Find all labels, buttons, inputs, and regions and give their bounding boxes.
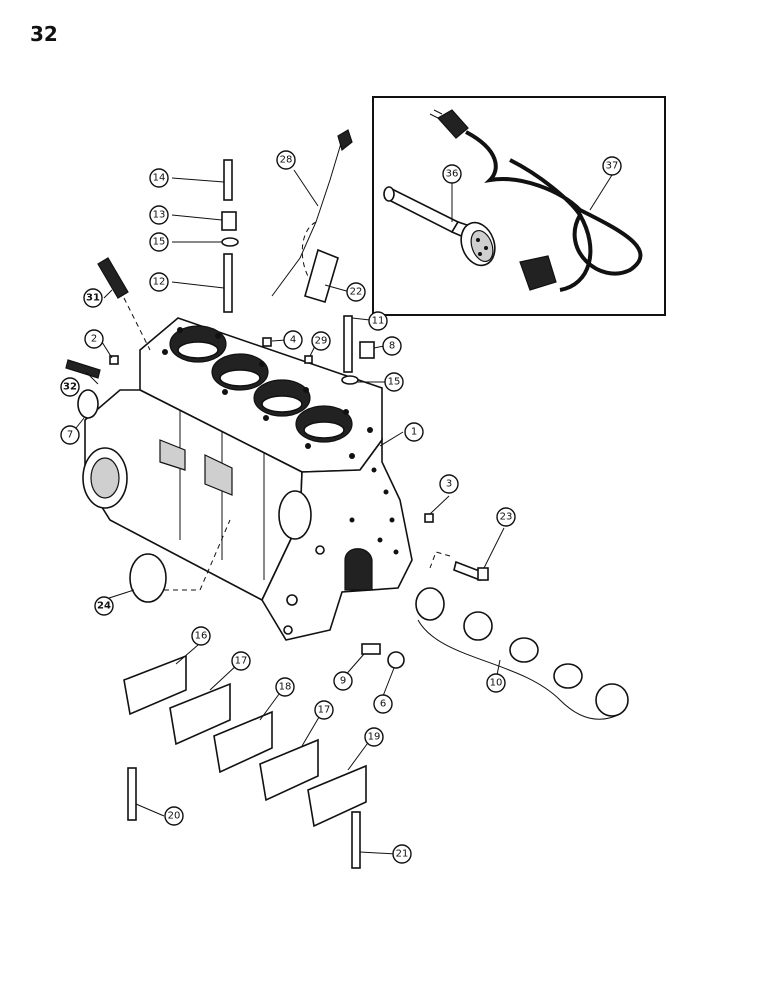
svg-text:8: 8 — [389, 341, 395, 352]
page-number: 32 — [30, 22, 58, 46]
svg-text:17: 17 — [318, 705, 331, 716]
callout-4: 4 — [283, 330, 303, 350]
svg-text:15: 15 — [153, 237, 166, 248]
svg-text:22: 22 — [350, 287, 363, 298]
stud-drawing — [223, 253, 233, 313]
callout-15-upper: 15 — [149, 232, 169, 252]
callout-8: 8 — [382, 336, 402, 356]
callout-7: 7 — [60, 425, 80, 445]
svg-text:32: 32 — [63, 382, 77, 393]
svg-text:28: 28 — [280, 155, 293, 166]
callout-19: 19 — [364, 727, 384, 747]
callout-16: 16 — [191, 626, 211, 646]
callout-22: 22 — [346, 282, 366, 302]
stud-11-drawing — [343, 315, 353, 373]
callout-6: 6 — [373, 694, 393, 714]
callout-1: 1 — [404, 422, 424, 442]
svg-text:23: 23 — [500, 512, 513, 523]
plug-29-drawing — [304, 355, 313, 364]
washer-lower-drawing — [341, 375, 359, 385]
svg-text:17: 17 — [235, 656, 248, 667]
svg-text:9: 9 — [340, 676, 346, 687]
callout-28: 28 — [276, 150, 296, 170]
callout-29: 29 — [311, 331, 331, 351]
nut-drawing — [221, 211, 237, 231]
dipstick-tube-drawing — [304, 248, 339, 303]
callout-2: 2 — [84, 329, 104, 349]
callout-3: 3 — [439, 474, 459, 494]
block-heater-inset — [372, 96, 666, 316]
callout-24: 24 — [94, 596, 114, 616]
callout-11: 11 — [368, 311, 388, 331]
svg-text:31: 31 — [86, 293, 100, 304]
cylinder-block-drawing — [82, 317, 413, 641]
bolt-9-drawing — [361, 643, 381, 655]
svg-text:12: 12 — [153, 277, 166, 288]
washer-drawing — [221, 237, 239, 247]
callout-15-lower: 15 — [384, 372, 404, 392]
callout-14: 14 — [149, 168, 169, 188]
callout-32: 32 — [60, 377, 80, 397]
cam-bearings-drawing — [415, 587, 629, 720]
plug-3-drawing — [424, 513, 434, 523]
callout-17-lower: 17 — [314, 700, 334, 720]
bolt-20-drawing — [127, 767, 137, 821]
expansion-plug-24-drawing — [129, 519, 231, 603]
svg-text:20: 20 — [168, 811, 181, 822]
svg-text:16: 16 — [195, 631, 208, 642]
svg-text:2: 2 — [91, 334, 97, 345]
svg-text:1: 1 — [411, 427, 417, 438]
svg-text:36: 36 — [446, 169, 459, 180]
callout-9: 9 — [333, 671, 353, 691]
plug-4-drawing — [262, 337, 272, 347]
tube-drawing — [223, 159, 233, 201]
bolt-23-drawing — [429, 551, 489, 582]
main-bearing-caps-drawing — [123, 654, 367, 828]
callout-20: 20 — [164, 806, 184, 826]
callout-37: 37 — [602, 156, 622, 176]
sender-drawing — [97, 257, 151, 351]
callout-12: 12 — [149, 272, 169, 292]
bolt-21-drawing — [351, 811, 361, 869]
stud-32-drawing — [65, 359, 101, 379]
svg-text:15: 15 — [388, 377, 401, 388]
heater-element-drawing — [383, 186, 496, 267]
svg-text:18: 18 — [279, 682, 292, 693]
washer-6-drawing — [387, 651, 405, 669]
svg-text:37: 37 — [606, 161, 619, 172]
svg-text:10: 10 — [490, 678, 503, 689]
callout-36: 36 — [442, 164, 462, 184]
plug-drawing — [109, 355, 119, 365]
expansion-plug-drawing — [77, 389, 99, 419]
dipstick-drawing — [271, 129, 353, 297]
svg-text:21: 21 — [396, 849, 409, 860]
sleeve-drawing — [359, 341, 375, 359]
callout-18: 18 — [275, 677, 295, 697]
callout-17-upper: 17 — [231, 651, 251, 671]
svg-text:6: 6 — [380, 699, 386, 710]
svg-text:29: 29 — [315, 336, 328, 347]
callout-23: 23 — [496, 507, 516, 527]
svg-text:14: 14 — [153, 173, 166, 184]
callout-21: 21 — [392, 844, 412, 864]
svg-text:7: 7 — [67, 430, 73, 441]
svg-text:4: 4 — [290, 335, 296, 346]
svg-text:24: 24 — [97, 601, 111, 612]
callout-31: 31 — [83, 288, 103, 308]
svg-text:11: 11 — [372, 316, 385, 327]
callout-13: 13 — [149, 205, 169, 225]
heater-cord-drawing — [429, 109, 643, 292]
svg-text:13: 13 — [153, 210, 166, 221]
svg-text:3: 3 — [446, 479, 452, 490]
svg-text:19: 19 — [368, 732, 381, 743]
callout-10: 10 — [486, 673, 506, 693]
leader-lines — [75, 169, 505, 855]
